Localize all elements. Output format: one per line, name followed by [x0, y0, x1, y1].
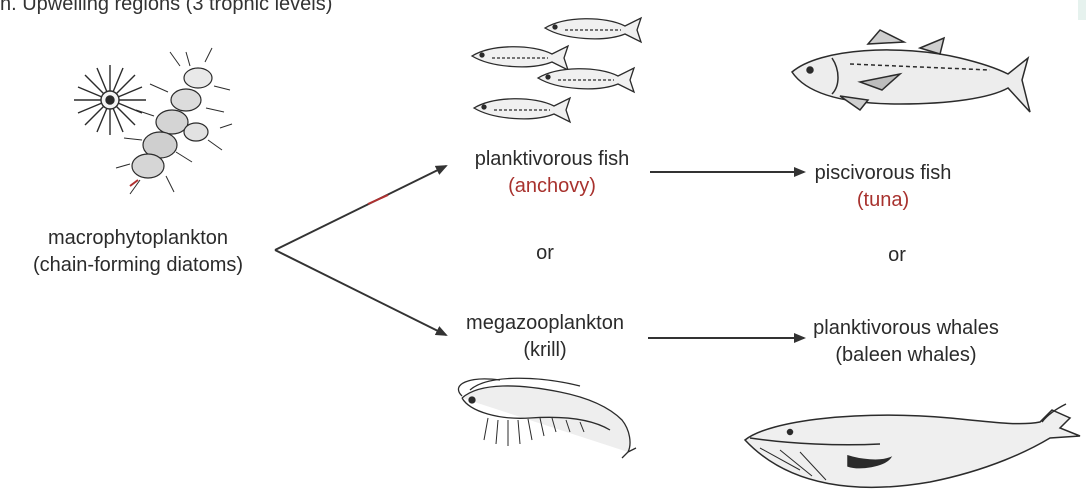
arrow-producer-to-fish — [275, 166, 446, 250]
node-planktivorous-whales: planktivorous whales (baleen whales) — [813, 315, 999, 369]
krill-icon — [458, 378, 636, 458]
node-megazooplankton: megazooplankton (krill) — [466, 310, 624, 364]
megazooplankton-example: (krill) — [466, 337, 624, 364]
or-connector-right: or — [888, 242, 906, 269]
planktivorous-whales-example: (baleen whales) — [813, 342, 999, 369]
planktivorous-fish-name: planktivorous fish — [475, 146, 630, 173]
megazooplankton-name: megazooplankton — [466, 310, 624, 337]
node-producer: macrophytoplankton (chain-forming diatom… — [33, 225, 243, 279]
producer-name: macrophytoplankton — [33, 225, 243, 252]
producer-example: (chain-forming diatoms) — [33, 252, 243, 279]
node-planktivorous-fish: planktivorous fish (anchovy) — [475, 146, 630, 200]
piscivorous-fish-name: piscivorous fish — [815, 160, 952, 187]
or-connector-left: or — [536, 240, 554, 267]
planktivorous-fish-example: (anchovy) — [475, 173, 630, 200]
node-piscivorous-fish: piscivorous fish (tuna) — [815, 160, 952, 214]
arrow-producer-to-krill — [275, 250, 446, 335]
diatom-chain-icon — [74, 48, 232, 194]
anchovy-school-icon — [472, 18, 641, 122]
whale-icon — [745, 404, 1080, 487]
tuna-icon — [792, 30, 1030, 112]
piscivorous-fish-example: (tuna) — [815, 187, 952, 214]
planktivorous-whales-name: planktivorous whales — [813, 315, 999, 342]
